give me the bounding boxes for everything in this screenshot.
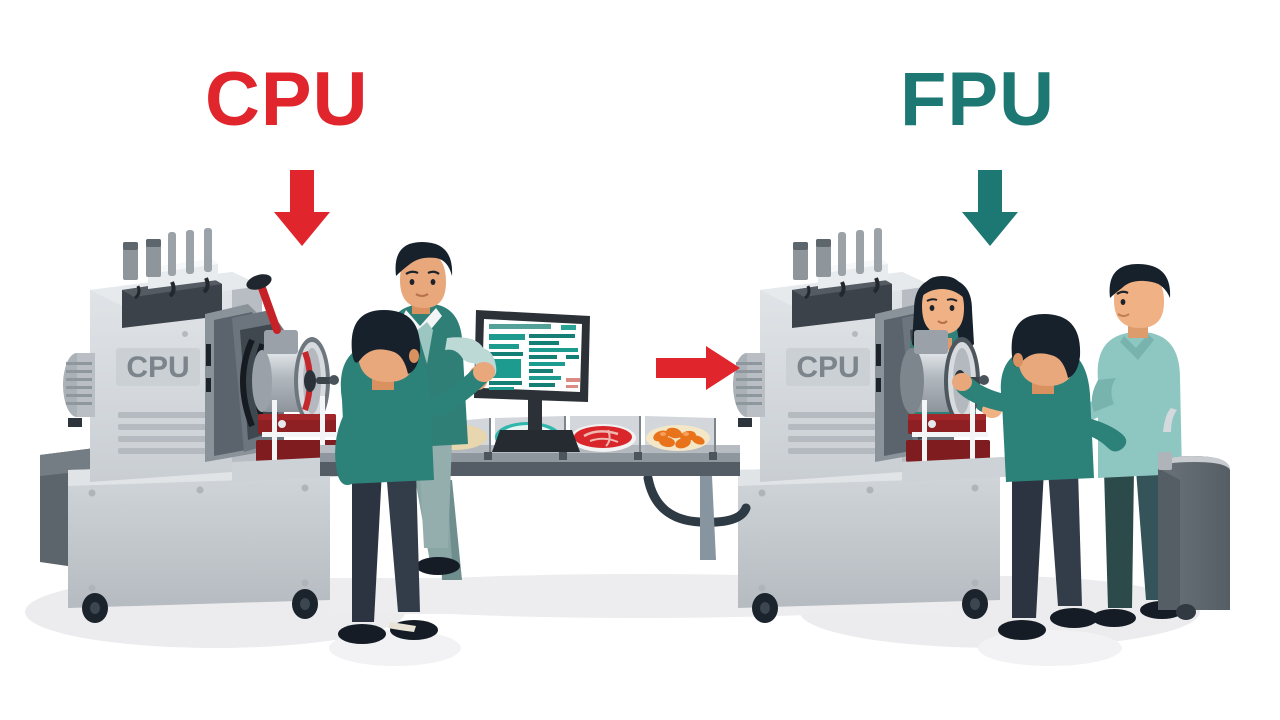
indicator-dot [182, 331, 188, 337]
machine-left-vents [118, 412, 206, 454]
monitor-screen-content [489, 324, 580, 390]
bolt [301, 579, 309, 587]
flow-right-arrow-icon [656, 346, 740, 390]
operator-monitor[interactable] [474, 310, 590, 452]
machine-right-base [738, 462, 1000, 608]
fpu-down-arrow-icon [962, 170, 1018, 246]
leg [1104, 470, 1134, 608]
side-cabinet [1158, 408, 1230, 620]
machine-right-vents [788, 412, 876, 454]
cpu-down-arrow-icon [274, 170, 330, 246]
machine-left-base [68, 462, 330, 608]
hair [395, 242, 453, 276]
machine-left-plate [116, 348, 200, 386]
torso [1000, 345, 1094, 482]
shoe [998, 620, 1046, 640]
machine-left-casters [82, 589, 318, 623]
tray-carrots [646, 425, 710, 451]
caster [1176, 604, 1196, 620]
leg [1048, 470, 1082, 606]
machine-right-top-module [792, 228, 892, 328]
leg [386, 470, 420, 612]
hand [473, 362, 495, 382]
machine-right-motor [733, 353, 765, 427]
person-technician-front-left [335, 310, 495, 644]
fpu-annotation-label: FPU [900, 57, 1055, 142]
machine-left-motor [63, 353, 95, 427]
machine-left: CPU [40, 228, 352, 623]
bolt [196, 486, 204, 494]
person-technician-front-right [952, 314, 1127, 640]
bolt [88, 584, 96, 592]
monitor-base [492, 430, 580, 452]
machine-left-top-module [122, 228, 222, 328]
hair [1109, 264, 1171, 298]
bolt [971, 484, 979, 492]
conveyor-rail-top [320, 452, 740, 462]
machine-left-accent-blocks [256, 396, 340, 466]
monitor-stand [528, 396, 542, 430]
shoe [338, 624, 386, 644]
arm [424, 365, 491, 419]
bolt [971, 579, 979, 587]
machine-right-plate [786, 348, 870, 386]
leg [352, 470, 382, 622]
hair [1011, 314, 1081, 378]
bolt [88, 489, 96, 497]
bolt [758, 489, 766, 497]
shoe [1092, 609, 1136, 627]
conveyor-leg [700, 476, 716, 560]
cpu-annotation-label: CPU [205, 57, 369, 142]
machine-right-casters [752, 589, 988, 623]
machine-left-plate-label: CPU [126, 351, 189, 384]
machine-right-plate-label: CPU [796, 351, 859, 384]
bolt [758, 584, 766, 592]
hand [952, 373, 972, 391]
bolt [301, 484, 309, 492]
indicator-dot [852, 331, 858, 337]
leg [1012, 470, 1044, 618]
torso [340, 341, 434, 484]
shoe [1050, 608, 1098, 628]
shoe [416, 557, 460, 575]
tray-meat [570, 424, 636, 452]
bolt [866, 486, 874, 494]
hair [351, 310, 421, 374]
conveyor-cable [643, 473, 751, 527]
